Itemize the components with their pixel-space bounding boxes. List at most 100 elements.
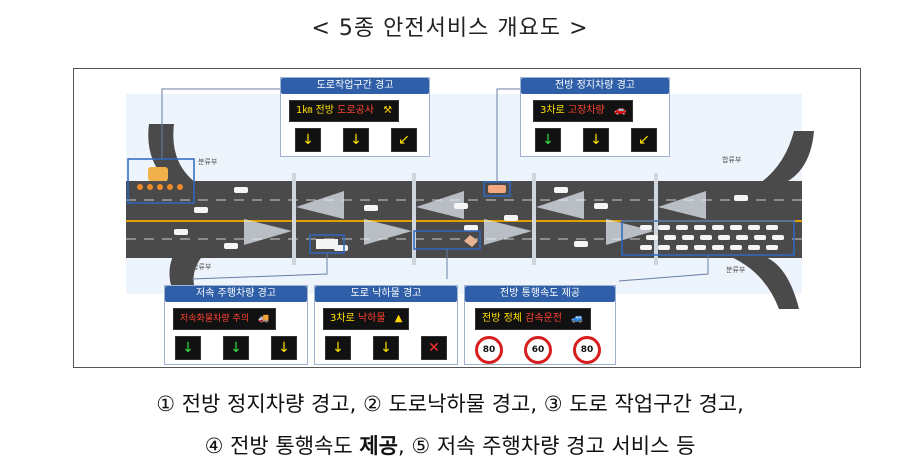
radar-beam xyxy=(416,191,464,219)
broken-car-icon: 🚗 xyxy=(613,105,627,116)
queued-car xyxy=(640,245,652,250)
queued-car xyxy=(658,225,670,230)
lane-arrow: ↙ xyxy=(391,128,417,152)
radar-beam xyxy=(536,191,584,219)
panel-speed-info: 전방 통행속도 제공 전방 정체 감속운전 🚙 80 60 80 xyxy=(464,285,616,365)
queued-car xyxy=(694,225,706,230)
gantry-3 xyxy=(532,173,536,265)
car xyxy=(574,241,588,247)
label-merge-right: 합류부 xyxy=(722,156,742,164)
worker-icon: ⚒ xyxy=(383,105,393,116)
lane-arrow: ↓ xyxy=(175,336,201,360)
car xyxy=(194,207,208,213)
sign-text: 3차로 xyxy=(330,313,355,324)
car xyxy=(364,205,378,211)
car xyxy=(464,225,478,231)
speed-limit-sign: 80 xyxy=(573,336,601,364)
lane-arrow: ↓ xyxy=(343,128,369,152)
panel-slow-vehicle: 저속 주행차량 경고 저속화물차량 주의 🚚 ↓ ↓ ↓ xyxy=(164,285,308,365)
debris-icon: ▲ xyxy=(394,313,403,324)
queued-car xyxy=(718,235,730,240)
sign-highlight: 낙하물 xyxy=(357,313,386,324)
queued-car xyxy=(676,245,688,250)
queued-car xyxy=(748,225,760,230)
queued-car xyxy=(658,245,670,250)
caption-bold: 제공 xyxy=(359,434,398,458)
queued-car xyxy=(640,225,652,230)
caption-part: , ⑤ 저속 주행차량 경고 서비스 등 xyxy=(398,434,696,458)
connector-line xyxy=(618,255,709,282)
lane-arrow: ↓ xyxy=(325,336,351,360)
sign-highlight: 저속화물차량 주의 xyxy=(180,314,250,324)
gantry-1 xyxy=(292,173,296,265)
radar-beam xyxy=(364,219,412,245)
caption-line-1: ① 전방 정지차량 경고, ② 도로낙하물 경고, ③ 도로 작업구간 경고, xyxy=(156,392,744,416)
queued-car xyxy=(694,245,706,250)
radar-beam xyxy=(606,219,654,245)
queued-car xyxy=(676,225,688,230)
label-diverge-right: 분류부 xyxy=(726,266,746,274)
panel-debris: 도로 낙하물 경고 3차로 낙하물 ▲ ↓ ↓ ✕ xyxy=(314,285,458,365)
work-zone-cone xyxy=(157,184,163,190)
queued-car xyxy=(664,235,676,240)
panel-title: 전방 통행속도 제공 xyxy=(465,286,615,302)
queued-car xyxy=(646,235,658,240)
car xyxy=(734,195,748,201)
car xyxy=(594,203,608,209)
slow-truck xyxy=(316,239,338,249)
connector-line xyxy=(191,253,328,280)
car-icon: 🚙 xyxy=(571,313,584,324)
lane-arrow: ↓ xyxy=(373,336,399,360)
panel-title: 도로 낙하물 경고 xyxy=(315,286,457,302)
queued-car xyxy=(700,235,712,240)
lane-arrow: ↓ xyxy=(583,128,609,152)
queued-car xyxy=(748,245,760,250)
diagram-frame: 도로작업구간 경고 1㎞ 전방 도로공사 ⚒ ↓ ↓ ↙ 전방 정지차량 경고 … xyxy=(73,68,861,368)
queued-car xyxy=(772,235,784,240)
vms-sign: 전방 정체 감속운전 🚙 xyxy=(475,308,591,330)
speed-limit-sign: 80 xyxy=(475,336,503,364)
radar-beam xyxy=(244,219,292,245)
sign-text: 3차로 xyxy=(540,105,565,116)
caption-line-2: ④ 전방 통행속도 제공, ⑤ 저속 주행차량 경고 서비스 등 xyxy=(0,430,900,460)
radar-beam xyxy=(484,219,532,245)
car xyxy=(504,215,518,221)
ramp-right-top xyxy=(754,131,814,187)
sign-highlight: 고장차량 xyxy=(567,105,605,116)
work-zone-highlight xyxy=(127,158,195,204)
queued-car xyxy=(736,235,748,240)
median xyxy=(126,220,802,222)
queued-car xyxy=(712,225,724,230)
ramp-right-bottom xyxy=(724,254,799,309)
work-zone-cone xyxy=(167,184,173,190)
queued-car xyxy=(682,235,694,240)
speed-limit-sign: 60 xyxy=(524,336,552,364)
sign-text: 전방 정체 xyxy=(482,313,522,324)
radar-beam xyxy=(658,191,706,219)
diagram-title: < 5종 안전서비스 개요도 > xyxy=(311,16,589,41)
panel-title: 저속 주행차량 경고 xyxy=(165,286,307,302)
queued-car xyxy=(754,235,766,240)
panel-road-work: 도로작업구간 경고 1㎞ 전방 도로공사 ⚒ ↓ ↓ ↙ xyxy=(280,77,430,157)
truck-icon: 🚚 xyxy=(257,314,270,324)
car xyxy=(174,229,188,235)
work-zone-cone xyxy=(177,184,183,190)
label-diverge: 분류부 xyxy=(198,158,218,166)
lane-arrow: ↓ xyxy=(271,336,297,360)
sign-highlight: 감속운전 xyxy=(525,313,562,324)
lane-arrow: ↓ xyxy=(295,128,321,152)
sign-highlight: 도로공사 xyxy=(337,105,374,116)
connector-line xyxy=(496,88,522,182)
panel-stopped-vehicle: 전방 정지차량 경고 3차로 고장차량 🚗 ↓ ↓ ↙ xyxy=(520,77,670,157)
caption-part: ④ 전방 통행속도 xyxy=(204,434,360,458)
car xyxy=(454,203,468,209)
stopped-car xyxy=(488,185,506,193)
gantry-4 xyxy=(654,173,658,265)
connector-line xyxy=(161,88,282,159)
queued-car xyxy=(730,225,742,230)
work-zone-cone xyxy=(137,184,143,190)
lane-arrow: ↙ xyxy=(631,128,657,152)
work-truck xyxy=(148,167,168,181)
panel-title: 도로작업구간 경고 xyxy=(281,78,429,94)
sign-text: 1㎞ 전방 xyxy=(296,105,334,116)
